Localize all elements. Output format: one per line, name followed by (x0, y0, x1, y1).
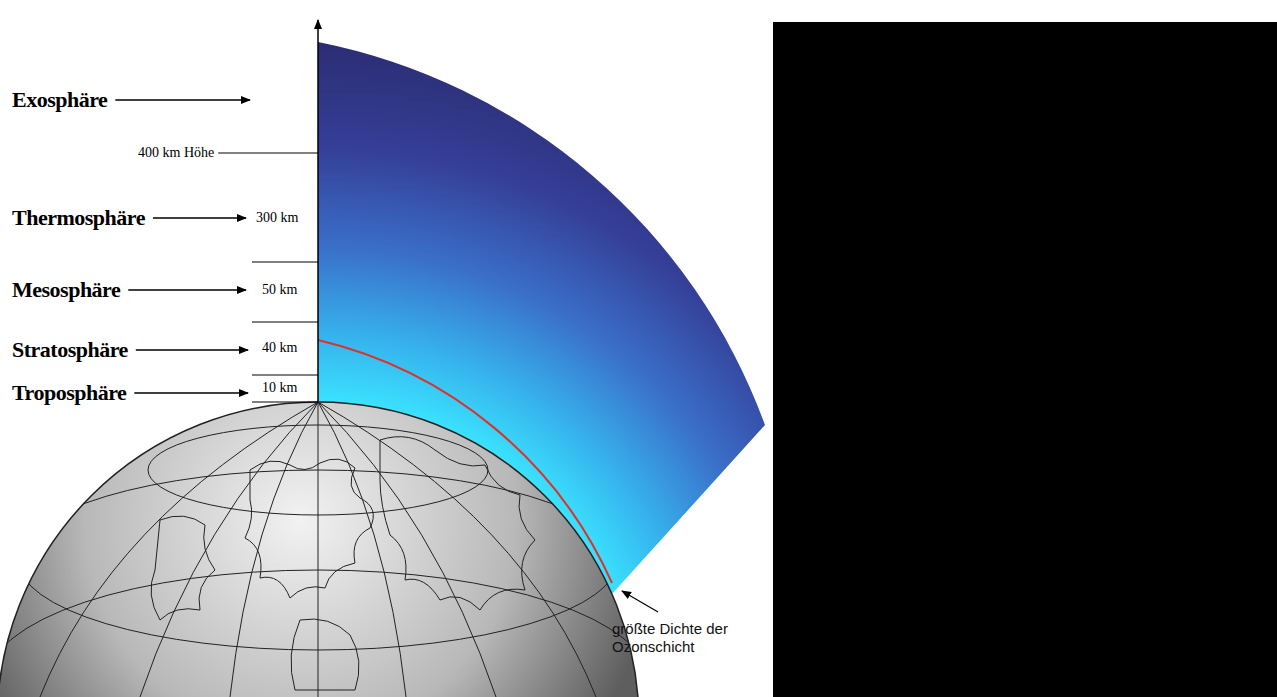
tick-lines (218, 153, 318, 402)
layer-name: Mesosphäre (12, 277, 120, 303)
height-label: 400 km Höhe (138, 145, 214, 161)
globe (0, 402, 648, 697)
layer-name: Thermosphäre (12, 205, 145, 231)
height-axis (317, 20, 319, 402)
height-label: 50 km (262, 282, 297, 298)
height-label: 10 km (262, 380, 297, 396)
layer-arrows (115, 100, 250, 393)
layer-name: Exosphäre (12, 87, 107, 113)
layer-name: Troposphäre (12, 380, 126, 406)
height-label: 40 km (262, 340, 297, 356)
note-text: größte Dichte der Ozonschicht (612, 620, 730, 656)
layer-name: Stratosphäre (12, 337, 128, 363)
height-label: 300 km (256, 210, 298, 226)
leader-line (622, 591, 658, 612)
black-panel (773, 22, 1277, 697)
